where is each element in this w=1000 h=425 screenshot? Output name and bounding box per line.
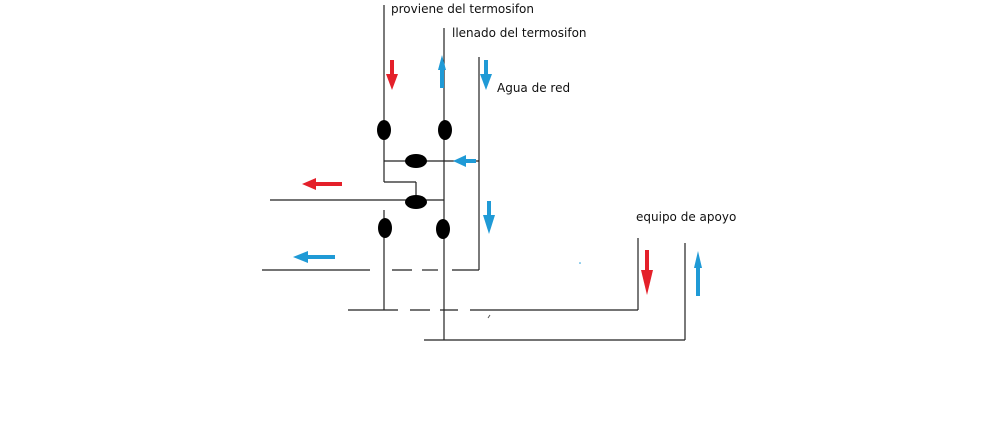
valve-cross-upper	[405, 154, 427, 168]
hot-arrow-left-outlet	[302, 178, 342, 190]
hot-arrow-down-thermosiphon	[386, 60, 398, 90]
flow-arrows	[293, 55, 702, 296]
cold-arrow-up-fill	[438, 55, 446, 88]
stray-mark-1	[487, 314, 491, 319]
label-fill-thermosiphon: llenado del termosifon	[452, 26, 587, 40]
pipes	[262, 5, 686, 341]
cold-arrow-down-lower	[483, 201, 495, 234]
cold-arrow-left-outlet	[293, 251, 335, 263]
valve-outlet-lower	[378, 218, 392, 238]
cold-arrow-down-mains	[480, 60, 492, 90]
valve-cross-lower	[405, 195, 427, 209]
stray-marks	[487, 262, 581, 319]
label-backup-equipment: equipo de apoyo	[636, 210, 737, 224]
valves	[377, 120, 452, 239]
valve-fill-lower	[436, 219, 450, 239]
hot-arrow-down-backup	[641, 250, 653, 295]
label-mains-water: Agua de red	[497, 81, 571, 95]
cold-arrow-up-backup	[694, 251, 702, 296]
stray-dot-1	[579, 262, 581, 264]
valve-outlet-upper	[377, 120, 391, 140]
cold-arrow-left-cross	[453, 155, 476, 167]
label-from-thermosiphon: proviene del termosifon	[391, 2, 534, 16]
valve-fill-upper	[438, 120, 452, 140]
